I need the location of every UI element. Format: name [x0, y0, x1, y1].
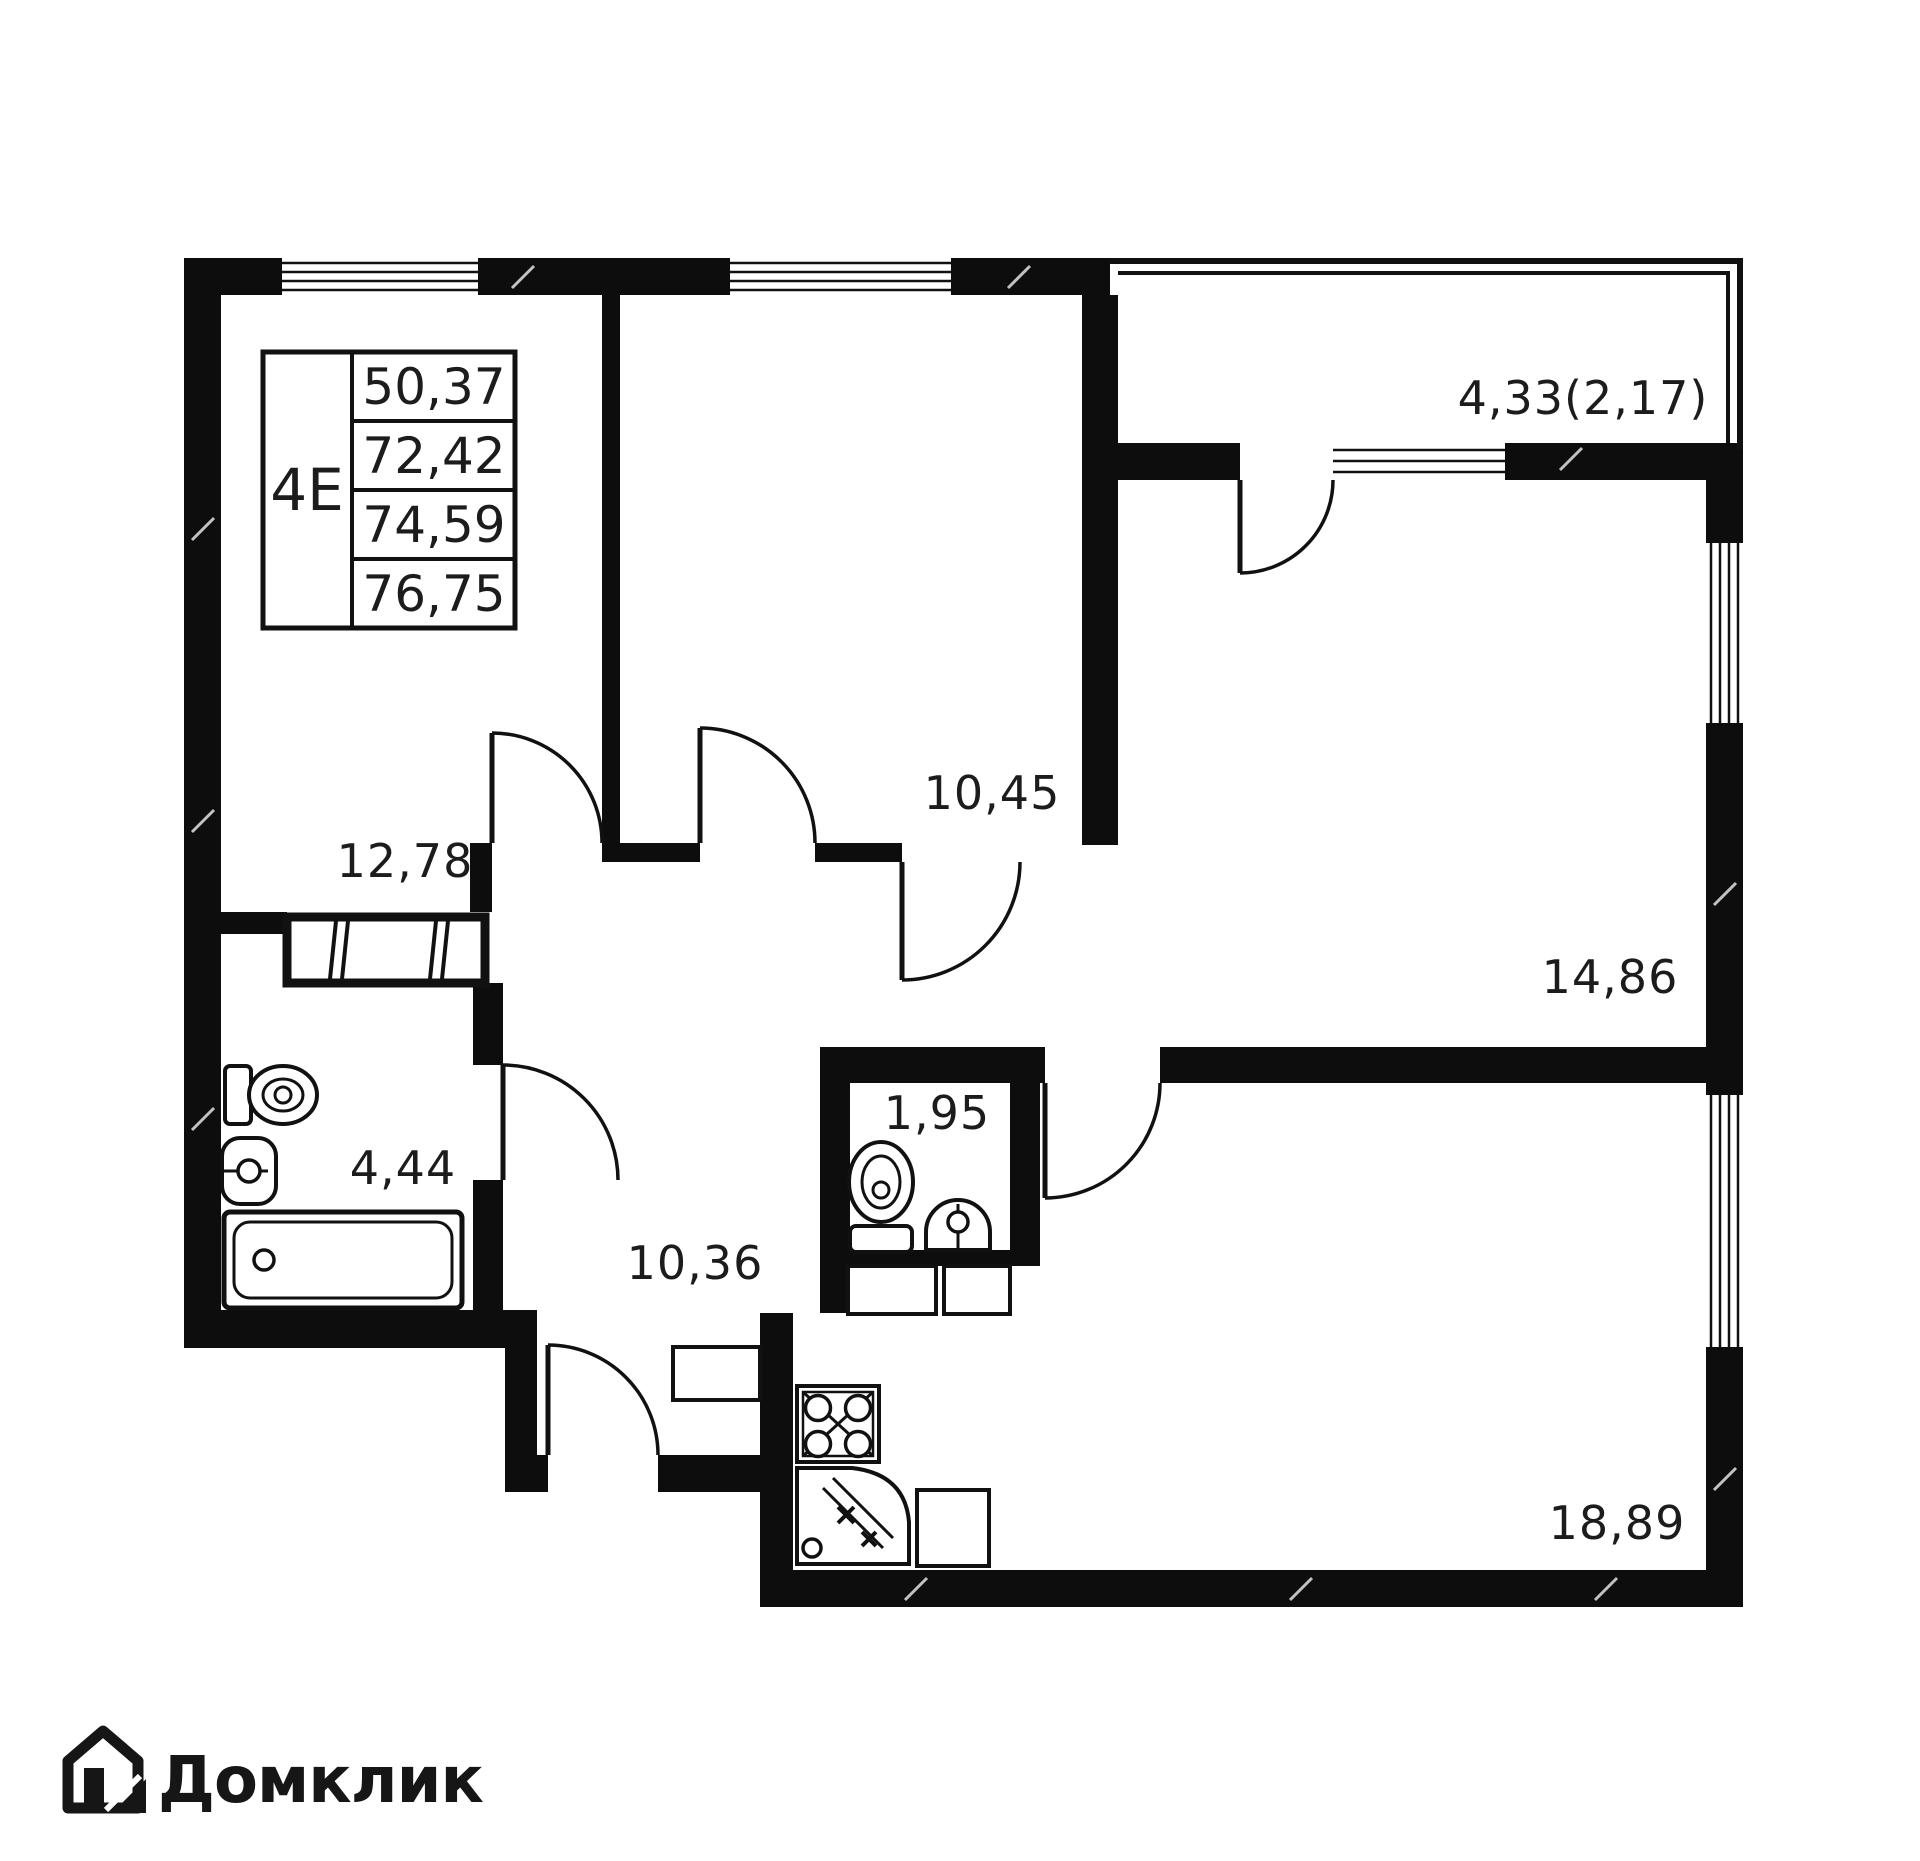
wall	[760, 1313, 793, 1570]
room-label-balcony: 4,33(2,17)	[1458, 371, 1709, 425]
wall	[470, 843, 492, 912]
room-label-bathroom: 4,44	[350, 1141, 456, 1195]
domclick-logo-text: Домклик	[158, 1744, 483, 1818]
wall	[951, 258, 1110, 295]
wall	[1082, 295, 1118, 845]
room-label-living-kitchen: 18,89	[1549, 1496, 1686, 1550]
area-value: 50,37	[362, 358, 505, 416]
wall	[1706, 723, 1743, 1095]
area-value: 76,75	[362, 565, 505, 623]
cabinet	[671, 1345, 762, 1402]
wall-texture	[190, 264, 1738, 1602]
sink	[924, 1198, 992, 1252]
doors	[489, 479, 1335, 1456]
door-arc	[545, 1343, 660, 1456]
domclick-logo: Домклик	[62, 1725, 484, 1818]
door-arc	[500, 1063, 620, 1181]
door-arc	[1042, 1082, 1162, 1200]
wall	[820, 1047, 1045, 1083]
wall	[473, 983, 503, 1065]
walls	[184, 258, 1743, 1607]
wall	[760, 1570, 1743, 1607]
room-label-bedroom-top-left: 12,78	[337, 834, 474, 888]
wall	[505, 1348, 537, 1455]
area-value: 72,42	[362, 427, 505, 485]
room-label-hallway: 10,36	[627, 1236, 764, 1290]
wall	[184, 258, 282, 295]
room-label-bedroom-right: 14,86	[1542, 950, 1679, 1004]
fixtures	[220, 912, 1012, 1568]
unit-type: 4E	[270, 456, 344, 524]
window	[1709, 1095, 1740, 1347]
sink	[220, 1136, 278, 1206]
toilet	[223, 1064, 319, 1126]
window	[1333, 448, 1505, 474]
bathtub	[221, 1209, 465, 1311]
wall	[505, 1455, 548, 1492]
stove	[795, 1384, 881, 1464]
windows	[282, 261, 1740, 1347]
door-arc	[899, 861, 1022, 982]
wall	[820, 1083, 850, 1313]
wall	[1706, 1347, 1743, 1607]
wardrobe	[282, 912, 490, 988]
unit-table: 4E 50,37 72,42 74,59 76,75	[260, 349, 518, 631]
room-label-wc: 1,95	[884, 1086, 990, 1140]
wall	[184, 1310, 537, 1348]
window	[282, 261, 478, 292]
wall	[1505, 443, 1743, 480]
window	[1709, 543, 1740, 723]
window	[730, 261, 951, 292]
door-arc	[489, 731, 604, 844]
wall	[473, 1180, 503, 1310]
kitchen-sink	[801, 1537, 823, 1559]
cabinet	[915, 1488, 991, 1568]
wall	[815, 843, 902, 862]
cabinet	[846, 1264, 938, 1316]
wall	[221, 912, 287, 934]
domclick-house-icon	[62, 1725, 146, 1814]
door-arc	[697, 726, 817, 844]
wall	[478, 258, 730, 295]
balcony-glazing	[1110, 258, 1743, 450]
room-label-bedroom-top-middle: 10,45	[924, 766, 1061, 820]
toilet	[847, 1140, 915, 1254]
area-value: 74,59	[362, 496, 505, 554]
wall	[620, 843, 700, 862]
wall	[1010, 1083, 1040, 1250]
kitchen-counter	[795, 1466, 911, 1566]
wall	[1160, 1047, 1743, 1083]
room-labels: 12,78 10,45 4,33(2,17) 14,86 4,44 1,95 1…	[337, 371, 1709, 1550]
door-arc	[1237, 479, 1335, 575]
wall	[602, 295, 620, 862]
wall	[1110, 443, 1240, 480]
cabinet	[942, 1264, 1012, 1316]
